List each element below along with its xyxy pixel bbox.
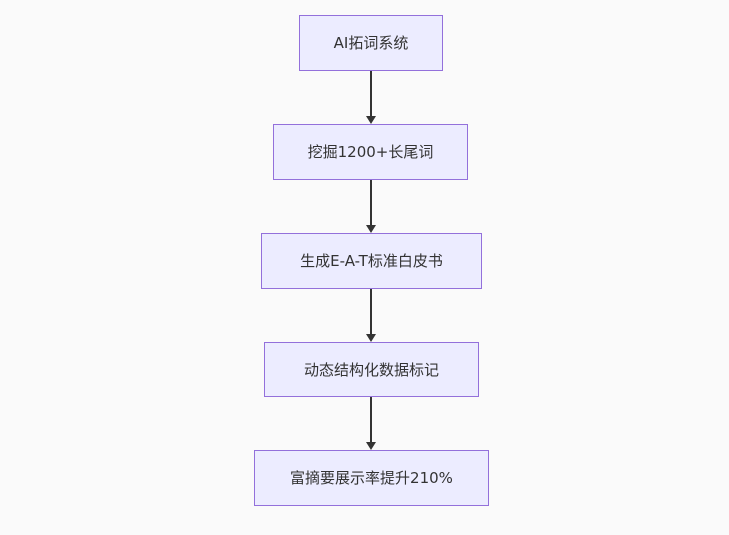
edge-line — [370, 397, 372, 442]
flowchart-edge — [366, 180, 376, 233]
edge-line — [370, 289, 372, 334]
flowchart-edge — [366, 289, 376, 342]
flowchart-node-longtail-keywords: 挖掘1200+长尾词 — [273, 124, 468, 180]
node-label: AI拓词系统 — [333, 34, 409, 52]
arrow-down-icon — [366, 442, 376, 450]
flowchart-node-ai-system: AI拓词系统 — [299, 15, 443, 71]
arrow-down-icon — [366, 116, 376, 124]
arrow-down-icon — [366, 225, 376, 233]
edge-line — [370, 71, 372, 116]
flowchart-edge — [366, 71, 376, 124]
flowchart-node-structured-data: 动态结构化数据标记 — [264, 342, 479, 397]
flowchart-edge — [366, 397, 376, 450]
node-label: 富摘要展示率提升210% — [290, 469, 453, 487]
node-label: 动态结构化数据标记 — [303, 360, 439, 379]
node-label: 生成E-A-T标准白皮书 — [300, 252, 443, 270]
arrow-down-icon — [366, 334, 376, 342]
node-label: 挖掘1200+长尾词 — [307, 143, 434, 161]
flowchart-node-rich-snippet-result: 富摘要展示率提升210% — [254, 450, 489, 506]
flowchart-node-eat-whitepaper: 生成E-A-T标准白皮书 — [261, 233, 482, 289]
edge-line — [370, 180, 372, 225]
